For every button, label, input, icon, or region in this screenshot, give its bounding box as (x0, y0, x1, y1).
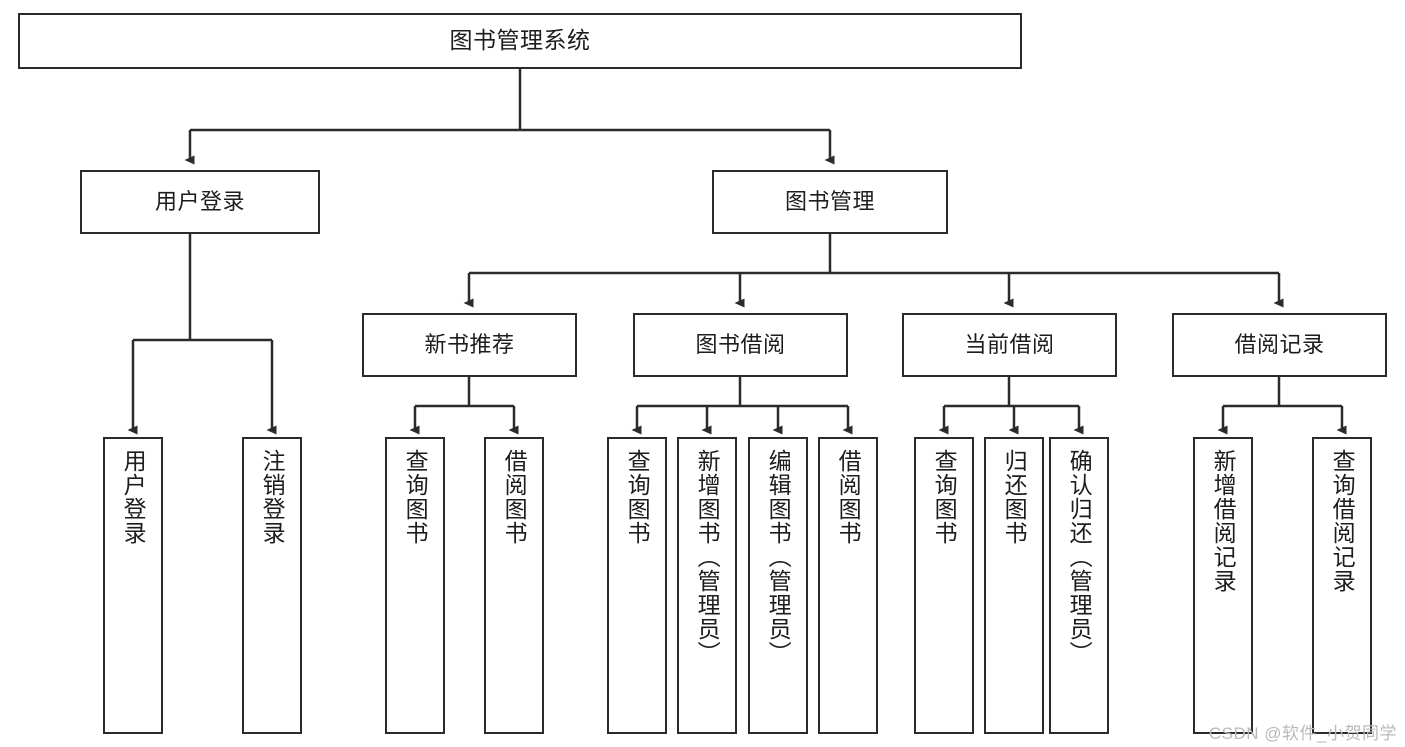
leaf-current-borrow-return-book[interactable]: 归还图书 (984, 437, 1044, 734)
node-label: 用户登录 (120, 449, 147, 545)
leaf-book-borrow-add-book-admin[interactable]: 新增图书（管理员） (677, 437, 737, 734)
leaf-book-borrow-query-book[interactable]: 查询图书 (607, 437, 667, 734)
node-label: 图书管理 (784, 189, 875, 215)
leaf-new-books-borrow-book[interactable]: 借阅图书 (484, 437, 544, 734)
node-label: 借阅图书 (501, 449, 528, 545)
node-borrowing-records[interactable]: 借阅记录 (1172, 313, 1387, 377)
node-label: 新书推荐 (424, 332, 515, 358)
node-new-book-recommendation[interactable]: 新书推荐 (362, 313, 577, 377)
node-label: 查询借阅记录 (1329, 449, 1356, 593)
node-book-borrowing[interactable]: 图书借阅 (633, 313, 848, 377)
node-label: 图书管理系统 (449, 27, 591, 54)
leaf-borrow-records-query-record[interactable]: 查询借阅记录 (1312, 437, 1372, 734)
leaf-new-books-query-book[interactable]: 查询图书 (385, 437, 445, 734)
node-label: 新增借阅记录 (1210, 449, 1237, 593)
leaf-borrow-records-add-record[interactable]: 新增借阅记录 (1193, 437, 1253, 734)
node-label: 确认归还（管理员） (1066, 449, 1093, 665)
node-label: 编辑图书（管理员） (765, 449, 792, 665)
watermark-text: CSDN @软件_小贺同学 (1208, 724, 1397, 743)
node-label: 查询图书 (624, 449, 651, 545)
node-user-login[interactable]: 用户登录 (80, 170, 320, 234)
leaf-user-login-logout[interactable]: 注销登录 (242, 437, 302, 734)
node-root-system[interactable]: 图书管理系统 (18, 13, 1022, 69)
node-label: 当前借阅 (964, 332, 1055, 358)
leaf-book-borrow-borrow-book[interactable]: 借阅图书 (818, 437, 878, 734)
node-label: 借阅图书 (835, 449, 862, 545)
node-label: 归还图书 (1001, 449, 1028, 545)
leaf-book-borrow-edit-book-admin[interactable]: 编辑图书（管理员） (748, 437, 808, 734)
leaf-current-borrow-query-book[interactable]: 查询图书 (914, 437, 974, 734)
leaf-current-borrow-confirm-return-admin[interactable]: 确认归还（管理员） (1049, 437, 1109, 734)
node-label: 查询图书 (402, 449, 429, 545)
node-book-management[interactable]: 图书管理 (712, 170, 948, 234)
node-label: 借阅记录 (1234, 332, 1325, 358)
node-label: 新增图书（管理员） (694, 449, 721, 665)
node-label: 查询图书 (931, 449, 958, 545)
node-label: 注销登录 (259, 449, 286, 545)
node-current-borrowing[interactable]: 当前借阅 (902, 313, 1117, 377)
node-label: 图书借阅 (695, 332, 786, 358)
node-label: 用户登录 (154, 189, 245, 215)
leaf-user-login-login[interactable]: 用户登录 (103, 437, 163, 734)
